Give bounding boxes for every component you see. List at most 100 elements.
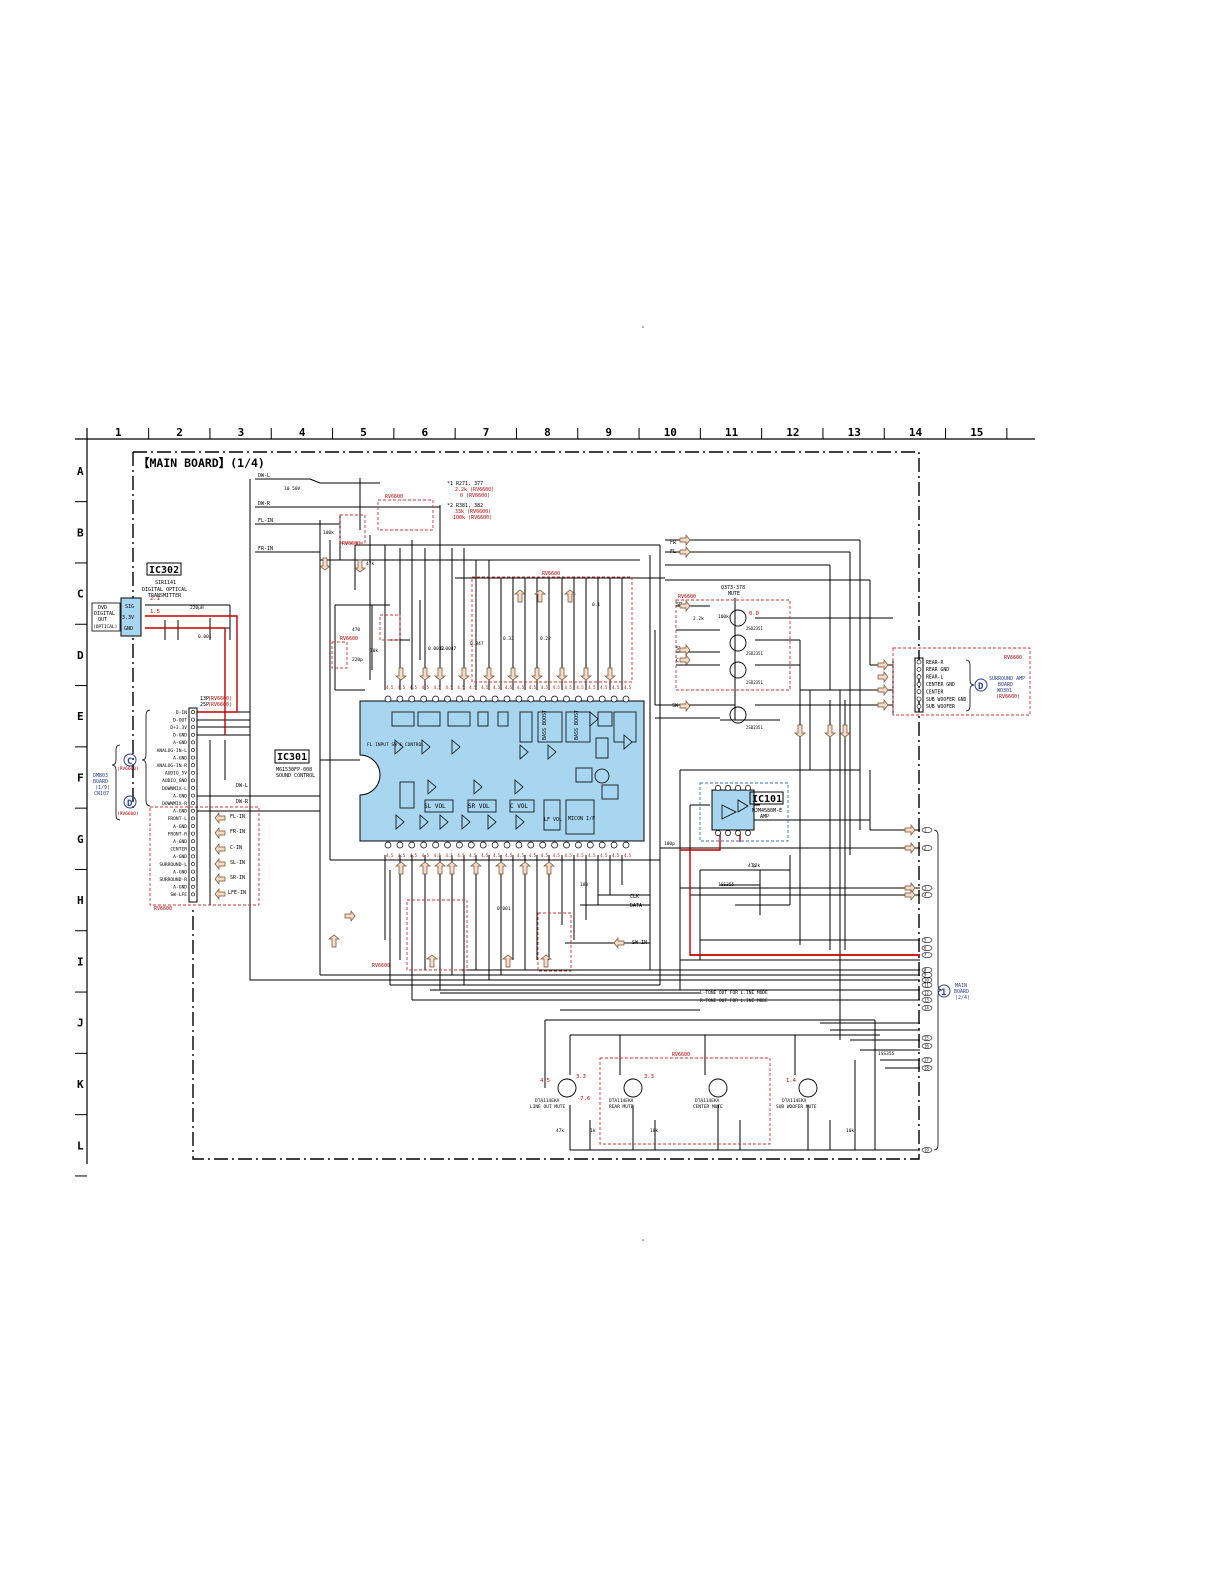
left-connector-pin [191,816,195,821]
rv-tag-6: RV6600 [154,906,172,912]
right-connector-pin [916,674,922,680]
left-connector-pin-label: DOWNMIX-R [162,801,187,807]
flow-arrow [679,644,691,656]
cv-22: 0.001 [497,906,511,912]
ic302-body [120,597,142,637]
left-connector-pin [191,854,195,859]
ic301-desc: SOUND CONTROL [276,773,315,779]
right-connector-pin [916,696,922,702]
sig-dw-r-top: DW-R [258,501,271,507]
cv-23: 0.047 [470,641,484,647]
left-dest-4: CN107 [94,791,109,797]
rv-tag-2: RV6600 [385,494,403,500]
flow-arrow [514,589,526,603]
flow-arrow [214,858,226,870]
mb2-pin: 6 [921,945,933,951]
ic301-pin-bottom [503,841,511,849]
left-connector-pin-label: FRONT-L [168,816,188,822]
ic301-pin-bottom [467,841,475,849]
grid-row-I: I [77,955,84,968]
rv-tag-8: RV6600 [672,1052,690,1058]
left-connector-pin-label: D-GND [173,733,187,739]
flow-arrow [679,534,691,546]
ic301-pin-top [527,695,535,703]
ic301-pins: 4.54.54.54.54.54.54.54.54.54.54.54.54.54… [384,685,632,858]
sig-c: C [676,658,679,664]
ic301-pin-voltage-top: 4.5 [529,685,537,690]
ic301-pin-voltage-bottom: 4.5 [541,853,549,858]
left-connector-pin-label: FRONT-R [168,831,188,837]
cv-27: 0.0047 [440,646,457,652]
mb2-pin: 5 [921,937,933,943]
ic301-block-bass-boost-1: BASS BOOST [542,710,548,740]
mb2-pin: 3 [921,885,933,891]
cv-8: 470 [352,627,360,633]
board-title: 【MAIN BOARD】(1/4) [138,456,265,470]
sig-sr-in: SR-IN [230,875,245,881]
grid-col-5: 5 [360,426,367,439]
bt3-part: DTA114EKA [695,1098,720,1104]
note-4: *2 R381, 382 [447,503,483,509]
ic101-desc: AMP [760,814,769,820]
flow-arrow [679,546,691,558]
cv-19: 10k [650,1128,658,1134]
mb2-pin: 12 [921,990,933,996]
ic301-block-bass-boost-2: BASS BOOST [574,710,580,740]
right-brace [965,659,975,712]
v-7: 2.1 [150,596,160,602]
sig-lfe-in: LFE-IN [228,890,246,896]
flow-arrow [419,667,431,681]
grid-col-7: 7 [483,426,490,439]
ic301-label-box [274,749,310,764]
flow-arrow [319,557,331,571]
mute-transistors [729,609,747,724]
left-connector-pin [191,786,195,790]
sig-c-in: C-IN [230,845,242,851]
ic301-pin-voltage-bottom: 4.5 [422,853,430,858]
v-2: 3.3 [576,1074,586,1080]
left-connector-pin [191,725,195,730]
bt4-part: DTA114EKA [782,1098,807,1104]
left-connector-pin-label: A-GND [173,839,187,845]
column-ticks [148,428,1008,439]
ic301-block-sl-vol: SL VOL [424,803,446,810]
right-connector-pin [916,681,922,687]
ic101-pin-bottom [735,830,741,836]
left-connector-pin [191,763,195,768]
marker-d-tag: (RV6600) [117,811,139,817]
right-dest-1: SURROUND AMP [989,676,1025,682]
ic301-pin-top [479,695,487,703]
ic301-pin-bottom [491,841,499,849]
dvd-out-box [91,602,121,632]
left-connector-pin-label: AUDIO_GND [162,778,187,784]
mb2-pin-number: 5 [924,938,927,943]
ic301-pin-top [622,695,630,703]
ic301-pin-bottom [598,841,606,849]
left-connector-pins: D-IND-OUTD+3.3VD-GNDA-GNDANALOG-IN-LA-GN… [157,710,195,898]
ic301-pin-voltage-top: 4.5 [457,685,465,690]
right-dest-3: WO301 [997,688,1012,694]
mb2-pin-number: 3 [924,886,927,891]
mb2-pin-number: 18 [924,1066,929,1071]
left-connector-pin [191,740,195,745]
ic301-pin-voltage-top: 4.5 [481,685,489,690]
ic301-pin-voltage-bottom: 4.5 [576,853,584,858]
grid-row-D: D [77,649,84,662]
dvd-out-4: (OPTICAL) [93,624,117,630]
left-connector-pin-label: SURROUND-R [159,877,187,883]
mb2-pin: 7 [921,952,933,958]
v-6: 0.0 [749,611,759,617]
left-connector-pin [191,846,195,851]
note-5: 33k (RV6600) [455,509,491,515]
ic101-part: NJM4580M-E [752,808,782,814]
mb2-pin-number: 10 [924,978,929,983]
ic301-pin-bottom [527,841,535,849]
mute-part-4: 2SD2351 [746,725,763,730]
ic301-pin-top [432,695,439,703]
sig-sw: SW [672,703,679,709]
grid-col-6: 6 [422,426,429,439]
left-connector-pin-label: D-OUT [173,717,187,723]
grid-row-G: G [77,833,84,846]
mb2-pin-number: 17 [924,1058,929,1063]
